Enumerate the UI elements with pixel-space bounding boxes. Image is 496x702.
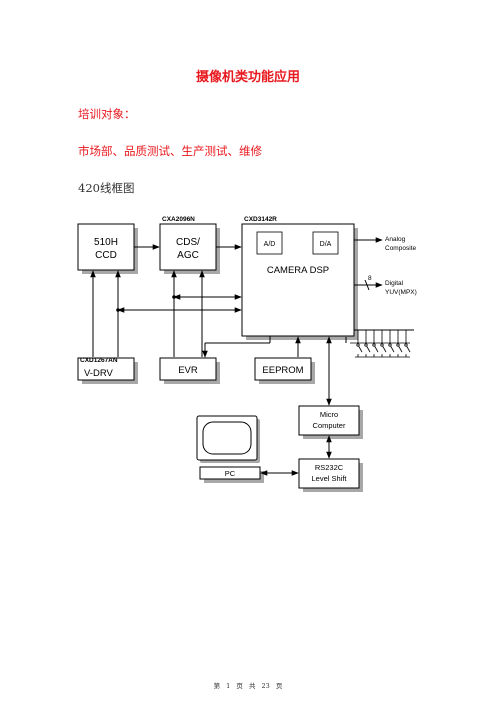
ad-converter-box <box>256 231 283 255</box>
page-footer: 第 1 页 共 23 页 <box>0 680 496 690</box>
camera-dsp-label: CAMERA DSP <box>267 265 329 276</box>
rs232c-box <box>298 458 360 489</box>
rs232-label-1: RS232C <box>315 463 344 472</box>
footer-mid1: 页 <box>236 682 243 690</box>
ccd-box <box>77 223 135 271</box>
da-label: D/A <box>320 241 332 248</box>
da-converter-box <box>312 231 339 255</box>
section-heading: 420线框图 <box>78 181 135 195</box>
footer-post: 页 <box>275 682 283 690</box>
vdrv-chip-label: CXD1267AN <box>80 357 118 364</box>
switch-array-icon <box>350 329 411 358</box>
cds-agc-box <box>159 223 217 271</box>
cds-label-2: AGC <box>177 250 199 261</box>
evr-label: EVR <box>178 365 198 376</box>
footer-mid2: 共 <box>248 682 256 690</box>
micro-label-1: Micro <box>320 410 338 419</box>
pc-monitor-icon <box>196 415 261 480</box>
ccd-label-1: 510H <box>94 237 118 248</box>
footer-pre: 第 <box>213 682 221 690</box>
cds-chip-label: CXA2096N <box>162 216 195 223</box>
footer-total-pages: 23 <box>261 682 270 690</box>
ccd-label-2: CCD <box>95 250 117 261</box>
ad-label: A/D <box>264 241 276 248</box>
eeprom-box <box>254 357 312 381</box>
eeprom-label: EEPROM <box>262 365 303 376</box>
dsp-chip-label: CXD3142R <box>244 216 277 223</box>
vdrv-label: V-DRV <box>84 368 114 379</box>
cds-label-1: CDS/ <box>176 237 200 248</box>
rs232-label-2: Level Shift <box>311 474 347 483</box>
micro-label-2: Computer <box>313 421 346 430</box>
footer-page-number: 1 <box>226 682 231 690</box>
bus-width-label: 8 <box>368 275 372 282</box>
evr-box <box>159 357 217 381</box>
analog-out-label-1: Analog <box>385 236 406 243</box>
vdrv-box <box>77 357 135 381</box>
analog-out-label-2: Composite <box>385 245 416 252</box>
document-title: 摄像机类功能应用 <box>195 70 300 85</box>
digital-out-label-1: Digital <box>385 280 404 287</box>
digital-out-label-2: YUV(MPX) <box>385 289 417 296</box>
pc-label: PC <box>225 469 236 478</box>
micro-computer-box <box>298 405 360 436</box>
training-targets: 市场部、品质测试、生产测试、维修 <box>78 144 262 158</box>
training-target-label: 培训对象： <box>78 107 136 121</box>
